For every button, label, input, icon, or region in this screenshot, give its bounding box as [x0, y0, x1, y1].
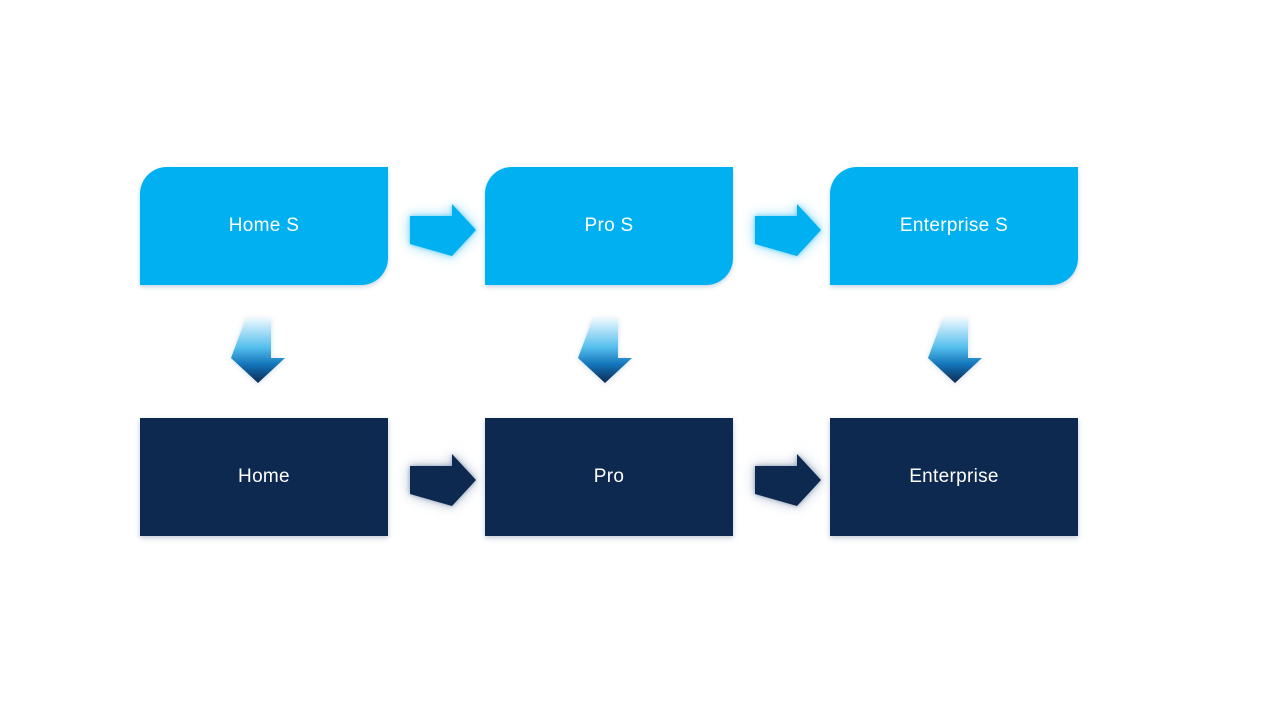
down-arrow-icon	[578, 318, 632, 383]
box-home: Home	[140, 418, 388, 536]
down-arrow-icon	[928, 318, 982, 383]
right-arrow-icon	[755, 204, 821, 256]
down-arrow-shape	[231, 318, 285, 383]
box-enterprise-s-label: Enterprise S	[899, 215, 1009, 236]
box-pro-s-label: Pro S	[584, 215, 634, 236]
right-arrow-shape	[755, 204, 821, 256]
box-pro-s: Pro S	[485, 167, 733, 285]
box-pro: Pro	[485, 418, 733, 536]
right-arrow-shape	[410, 454, 476, 506]
box-home-label: Home	[238, 466, 290, 487]
down-arrow-shape	[578, 318, 632, 383]
box-enterprise-label: Enterprise	[909, 466, 999, 487]
right-arrow-icon	[755, 454, 821, 506]
box-enterprise: Enterprise	[830, 418, 1078, 536]
down-arrow-shape	[928, 318, 982, 383]
right-arrow-shape	[755, 454, 821, 506]
down-arrow-icon	[231, 318, 285, 383]
box-home-s-label: Home S	[228, 215, 300, 236]
box-pro-label: Pro	[593, 466, 625, 487]
box-home-s: Home S	[140, 167, 388, 285]
right-arrow-icon	[410, 454, 476, 506]
right-arrow-icon	[410, 204, 476, 256]
right-arrow-shape	[410, 204, 476, 256]
box-enterprise-s: Enterprise S	[830, 167, 1078, 285]
